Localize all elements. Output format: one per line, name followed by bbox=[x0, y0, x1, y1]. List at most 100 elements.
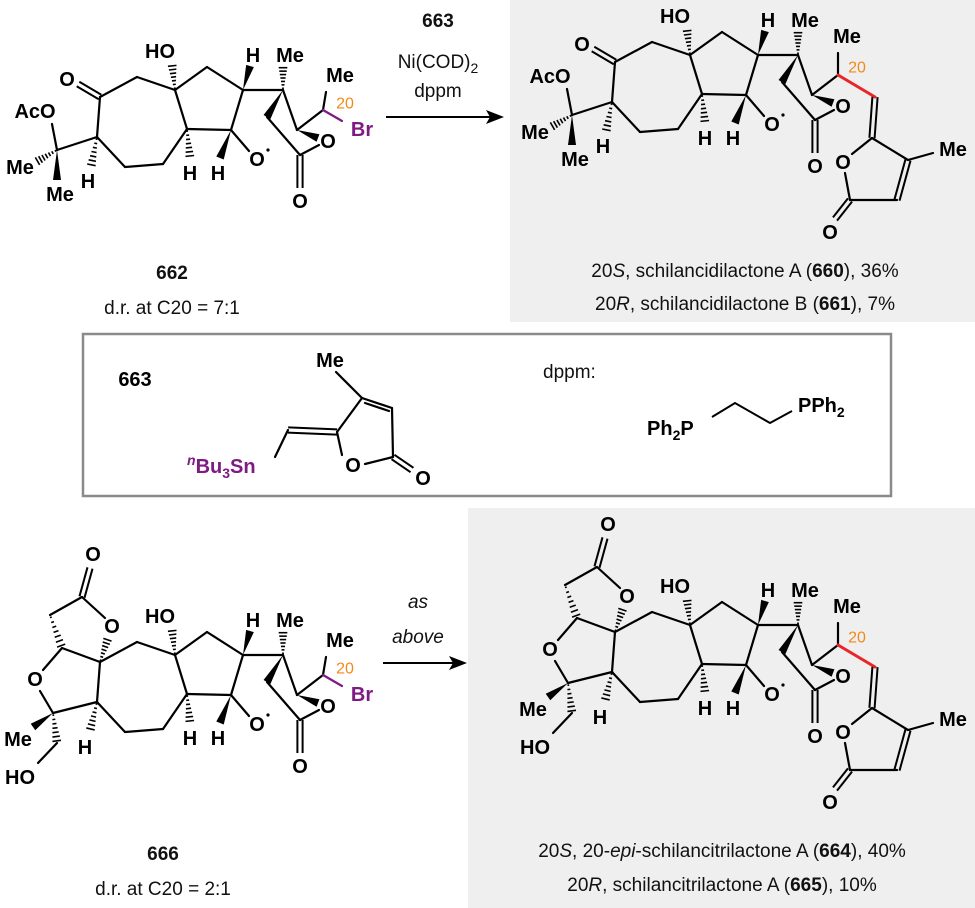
atom-label: O bbox=[415, 468, 431, 490]
tributyltin-label: nBu3Sn bbox=[187, 452, 256, 481]
atom-label: O bbox=[619, 586, 635, 608]
bond bbox=[565, 87, 574, 117]
hash-bond bbox=[793, 601, 803, 625]
atom-label: Me bbox=[326, 630, 354, 652]
bond bbox=[298, 708, 321, 722]
pph2-label: PPh2 bbox=[798, 395, 845, 420]
hash-bond bbox=[700, 665, 710, 693]
bond bbox=[95, 700, 127, 734]
bond bbox=[850, 136, 874, 156]
radical-dot bbox=[266, 713, 270, 717]
product-caption-664: 20S, 20-epi-schilancitrilactone A (664),… bbox=[538, 841, 906, 862]
bond bbox=[50, 122, 59, 152]
atom-label: O bbox=[822, 792, 838, 814]
bond bbox=[850, 706, 874, 726]
bond bbox=[334, 370, 364, 400]
double-bond bbox=[390, 458, 412, 473]
bond bbox=[700, 662, 748, 667]
stannane-663-structure bbox=[273, 370, 415, 473]
bond bbox=[676, 662, 704, 701]
bond bbox=[173, 630, 209, 657]
atom-label: Me bbox=[519, 699, 547, 721]
bond bbox=[563, 565, 599, 587]
atom-label: O bbox=[807, 156, 823, 178]
atom-label: AcO bbox=[14, 101, 55, 123]
wedge-bond bbox=[216, 695, 231, 725]
atom-label: AcO bbox=[529, 66, 570, 88]
bond bbox=[229, 128, 251, 153]
atom-label: Me bbox=[791, 580, 819, 602]
wedge-bond bbox=[758, 599, 769, 625]
bond bbox=[51, 700, 99, 715]
bond bbox=[295, 673, 325, 697]
atom-label: O bbox=[249, 714, 265, 736]
bond bbox=[335, 430, 344, 457]
bond bbox=[610, 100, 642, 134]
atom-label: O bbox=[600, 514, 616, 536]
dppm-chain bbox=[711, 401, 793, 425]
bond bbox=[843, 171, 852, 202]
atom-label: H bbox=[183, 163, 197, 185]
double-bond bbox=[898, 160, 912, 201]
atom-label: HO bbox=[660, 576, 690, 598]
bond bbox=[870, 706, 910, 732]
bond bbox=[870, 136, 910, 162]
bond bbox=[98, 640, 139, 664]
atom-label: H bbox=[761, 580, 775, 602]
bond bbox=[321, 108, 344, 123]
bond bbox=[638, 697, 680, 704]
bond bbox=[335, 396, 364, 434]
atom-label: H bbox=[211, 728, 225, 750]
atom-label: H bbox=[596, 136, 610, 158]
double-bond bbox=[873, 667, 879, 709]
hash-bond bbox=[567, 684, 577, 713]
legend-663-label: 663 bbox=[118, 369, 151, 391]
wedge-bond bbox=[778, 55, 798, 85]
wedge-bond bbox=[263, 90, 283, 120]
reaction-arrow-2 bbox=[383, 656, 467, 670]
wedge-bond bbox=[297, 130, 320, 142]
wedge-bond bbox=[297, 695, 320, 707]
bond bbox=[720, 600, 760, 627]
atom-label: Me bbox=[833, 596, 861, 618]
hash-bond bbox=[167, 64, 177, 90]
radical-dot bbox=[781, 683, 785, 687]
atom-label: O bbox=[27, 669, 43, 691]
reagent-663-label: 663 bbox=[422, 11, 454, 32]
atom-label: H bbox=[78, 737, 92, 759]
bond bbox=[720, 30, 760, 57]
hash-bond bbox=[601, 673, 613, 701]
bond bbox=[48, 595, 84, 617]
bond bbox=[321, 655, 328, 677]
double-bond bbox=[836, 200, 853, 222]
atom-label: O bbox=[822, 222, 838, 244]
atom-label: HO bbox=[145, 606, 175, 628]
reaction-arrow-1 bbox=[386, 110, 504, 124]
wedge-bond bbox=[758, 29, 769, 55]
bond bbox=[688, 30, 724, 57]
hash-bond bbox=[99, 637, 112, 662]
double-bond bbox=[591, 50, 615, 66]
double-bond bbox=[593, 537, 604, 567]
atom-label: O bbox=[292, 191, 308, 213]
bond bbox=[95, 95, 102, 139]
atom-label: O bbox=[59, 69, 75, 91]
atom-label: Me bbox=[791, 10, 819, 32]
bond bbox=[570, 100, 614, 117]
atom-label: O bbox=[104, 616, 120, 638]
bond bbox=[205, 65, 245, 92]
compound-666-dr: d.r. at C20 = 2:1 bbox=[95, 879, 231, 900]
bond bbox=[610, 630, 617, 674]
bond bbox=[610, 60, 617, 104]
compound-662-dr: d.r. at C20 = 7:1 bbox=[104, 298, 240, 319]
bond bbox=[688, 600, 724, 627]
atom-label: H bbox=[183, 728, 197, 750]
conditions-line-1: as bbox=[408, 592, 429, 613]
wedge-bond bbox=[731, 95, 746, 125]
hash-bond bbox=[87, 138, 98, 167]
bond bbox=[638, 127, 680, 134]
bond bbox=[80, 595, 107, 620]
bond bbox=[843, 741, 852, 772]
